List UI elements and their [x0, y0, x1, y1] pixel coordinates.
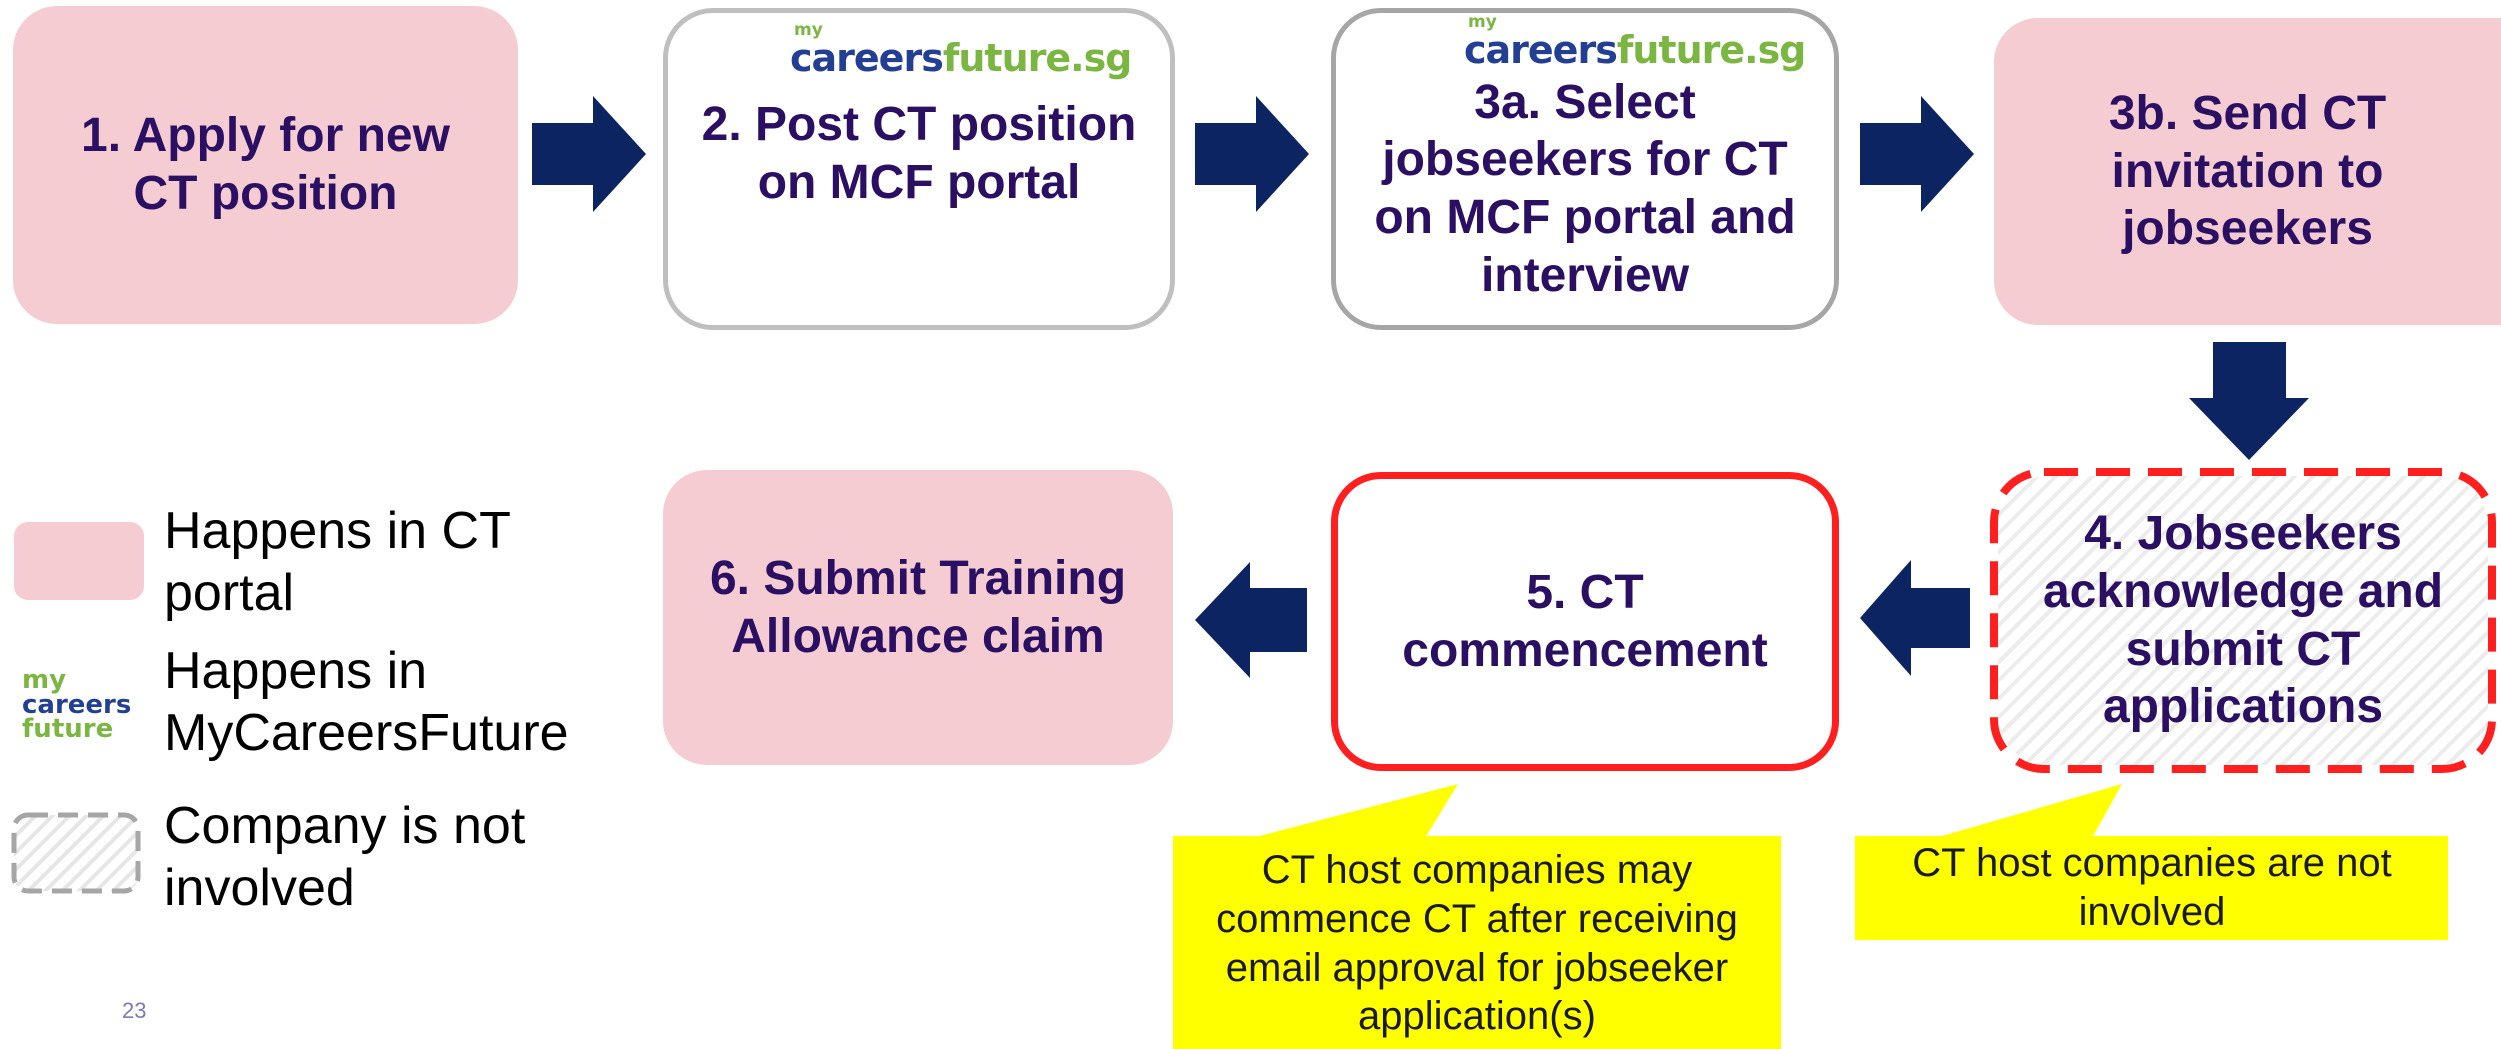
step-3a-label: 3a. Select jobseekers for CT on MCF port… [1374, 75, 1796, 302]
arrow-down [2189, 342, 2309, 460]
arrow-right-3 [1860, 96, 1974, 212]
arrow-left-1 [1860, 560, 1970, 676]
legend-swatch-hatched-border [11, 812, 141, 894]
legend-mcf-logo: my careers future [22, 665, 132, 745]
step-3a-box: 3a. Select jobseekers for CT on MCF port… [1331, 8, 1839, 330]
step-3b-label: 3b. Send CT invitation to jobseekers [2108, 87, 2387, 256]
mcf-logo-step-2: my careersfuture.sg [790, 20, 1132, 80]
callout-4-box [1855, 836, 2448, 940]
step-5-box: 5. CT commencement [1331, 472, 1839, 771]
step-4-box: 4. Jobseekers acknowledge and submit CT … [1998, 476, 2488, 765]
page-number: 23 [122, 998, 147, 1023]
step-4-label: 4. Jobseekers acknowledge and submit CT … [2042, 507, 2444, 734]
arrow-right-1 [532, 96, 646, 212]
step-2-box: 2. Post CT position on MCF portal [663, 8, 1175, 330]
arrow-right-2 [1195, 96, 1309, 212]
callout-5-box [1173, 836, 1781, 1049]
callout-5-pointer [1252, 784, 1458, 838]
callout-step-5-text: CT host companies may commence CT after … [1216, 847, 1738, 1039]
legend-swatch-pink [14, 522, 144, 600]
step-6-box: 6. Submit Training Allowance claim [663, 470, 1173, 765]
step-3b-box: 3b. Send CT invitation to jobseekers [1994, 18, 2501, 325]
callout-4-pointer [1935, 784, 2122, 838]
step-4-dashed-border [1990, 468, 2496, 773]
mcf-logo-step-3a: my careersfuture.sg [1464, 12, 1806, 72]
step-1-label: 1. Apply for new CT position [81, 109, 450, 220]
step-6-label: 6. Submit Training Allowance claim [709, 551, 1127, 663]
step-5-label: 5. CT commencement [1402, 565, 1768, 677]
legend-pink-text: Happens in CT portal [164, 502, 510, 623]
callout-step-4-text: CT host companies are not involved [1912, 841, 2392, 934]
legend-mcf-text: Happens in MyCareersFuture [164, 642, 569, 763]
step-2-label: 2. Post CT position on MCF portal [701, 98, 1137, 209]
legend-hatched-text: Company is not involved [164, 797, 526, 918]
legend-swatch-hatched-fill [14, 815, 138, 891]
arrow-left-2 [1195, 562, 1307, 678]
step-1-box: 1. Apply for new CT position [13, 6, 518, 324]
